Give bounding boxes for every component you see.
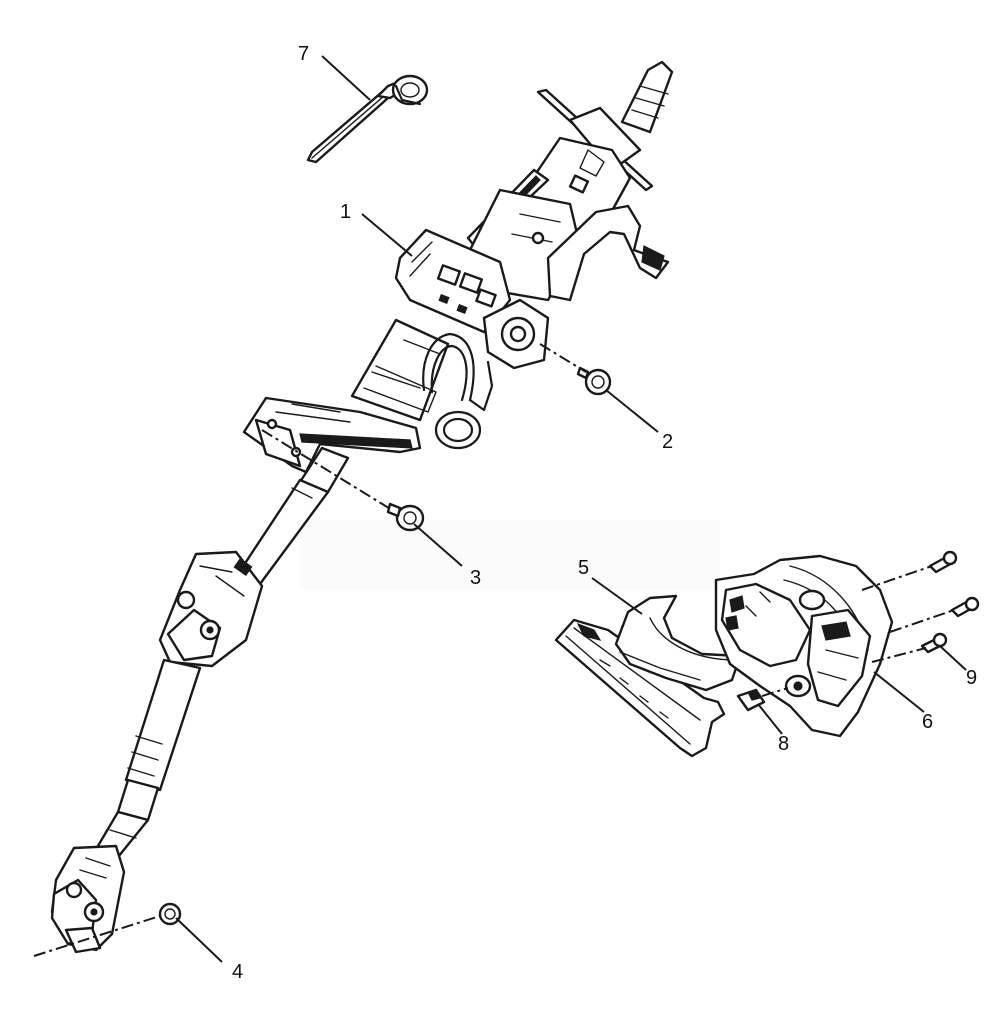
intermediate-shaft [50, 478, 330, 954]
bolt-3 [386, 502, 425, 532]
callout-6: 6 [922, 711, 933, 733]
part-7-bracket [306, 74, 429, 164]
screws-9 [920, 550, 980, 654]
callout-2: 2 [662, 431, 673, 453]
callout-5: 5 [578, 557, 589, 579]
part-6-upper-shroud [714, 554, 894, 738]
leader-lines [175, 55, 967, 963]
callout-1: 1 [340, 201, 351, 223]
part-8-clip [736, 688, 766, 712]
watermark [300, 520, 720, 590]
callout-9: 9 [966, 667, 977, 689]
bolt-2 [576, 366, 612, 396]
callout-labels: 7 1 2 3 4 5 6 8 9 [232, 43, 977, 983]
callout-8: 8 [778, 733, 789, 755]
bolt-4 [158, 902, 182, 926]
part-5-lower-shroud [554, 594, 742, 758]
assembly-lines [33, 343, 955, 957]
part-1-steering-column [242, 60, 674, 494]
callout-4: 4 [232, 961, 243, 983]
callout-7: 7 [298, 43, 309, 65]
callout-3: 3 [470, 567, 481, 589]
